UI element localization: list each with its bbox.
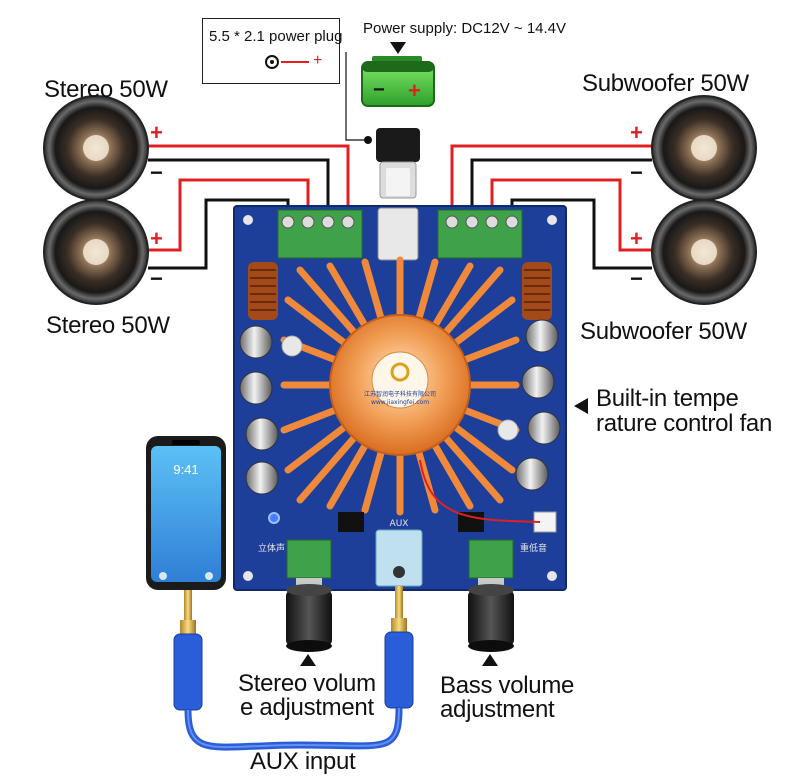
stereo-top-plus-sign: + (150, 120, 163, 145)
aux-cable (173, 586, 414, 751)
sub-bottom-plus-sign: + (630, 226, 643, 251)
board-bass-label: 重低音 (520, 542, 547, 554)
speaker-stereo-bottom (43, 199, 149, 305)
bass-volume-label-line2: adjustment (440, 696, 555, 723)
plug-socket-pin-icon (270, 60, 274, 64)
power-supply-label: Power supply: DC12V ~ 14.4V (363, 20, 567, 37)
plug-plus-label: + (313, 52, 323, 69)
bass-volume-label-line1: Bass volume (440, 672, 575, 699)
phone-camera-icon (205, 572, 213, 580)
subwoofer-bottom-label: Subwoofer 50W (580, 318, 747, 345)
fan-label-line1: Built-in tempe (596, 385, 739, 412)
terminal-block-subwoofer (437, 209, 523, 259)
power-plug-box: 5.5 * 2.1 power plug + (202, 18, 343, 84)
stereo-pot-body (286, 539, 332, 579)
power-arrow-icon (390, 42, 406, 54)
dc-jack-plug (364, 128, 420, 199)
power-led (268, 512, 280, 524)
aux-input-label: AUX input (250, 748, 356, 775)
wire-sub-top-plus (450, 144, 652, 215)
fan-url-text: www.jiaxingfei.com (371, 399, 429, 406)
fan-brand-text: 江苏智润电子科技有限公司 (364, 390, 436, 398)
terminal-block-stereo (277, 209, 363, 259)
wire-stereo-top-minus (148, 158, 330, 215)
stereo-volume-label-line1: Stereo volum (238, 670, 376, 697)
stereo-bottom-minus-sign: − (150, 266, 163, 291)
stereo-volume-label-line2: e adjustment (240, 694, 374, 721)
phone-time: 9:41 (173, 462, 198, 477)
sub-top-plus-sign: + (630, 120, 643, 145)
fan-label-line2: rature control fan (596, 410, 773, 437)
plug-wire (281, 61, 309, 63)
capacitors-right (497, 319, 561, 491)
fan-arrow-icon (574, 398, 588, 414)
bass-volume-arrow-icon (482, 654, 498, 666)
power-plug-label: 5.5 * 2.1 power plug (209, 28, 343, 45)
polarity-markers: + − + − + − + − (150, 120, 643, 291)
stereo-top-label: Stereo 50W (44, 76, 168, 103)
bass-volume-knob[interactable] (468, 578, 514, 652)
speaker-wires (148, 144, 652, 270)
board-aux-label: AUX (390, 519, 409, 529)
battery-plus-label: + (408, 78, 421, 103)
stereo-bottom-plus-sign: + (150, 226, 163, 251)
stereo-top-minus-sign: − (150, 160, 163, 185)
stereo-volume-knob[interactable] (286, 578, 332, 652)
battery-icon: − + (361, 56, 435, 107)
inductor-left (248, 262, 278, 320)
fan-cable (419, 459, 541, 523)
smartphone: 9:41 (146, 436, 226, 590)
wire-sub-top-minus (470, 158, 652, 215)
plug-leader-line (345, 52, 370, 141)
inductor-right (522, 262, 552, 320)
sub-bottom-minus-sign: − (630, 266, 643, 291)
ic-left (338, 512, 364, 532)
wire-sub-bottom-plus (490, 178, 652, 252)
amplifier-board: 江苏智润电子科技有限公司 www.jiaxingfei.com AUX 立体声 (233, 205, 567, 591)
subwoofer-top-label: Subwoofer 50W (582, 70, 749, 97)
wire-stereo-top-plus (148, 144, 350, 215)
stereo-bottom-label: Stereo 50W (46, 312, 170, 339)
board-stereo-label: 立体声 (258, 542, 285, 554)
speaker-sub-top (651, 95, 757, 201)
plug-socket-icon (265, 55, 279, 69)
phone-flashlight-icon (159, 572, 167, 580)
bass-pot-body (468, 539, 514, 579)
stereo-volume-arrow-icon (300, 654, 316, 666)
speaker-sub-bottom (651, 199, 757, 305)
wire-stereo-bottom-plus (148, 178, 310, 252)
speaker-stereo-top (43, 95, 149, 201)
battery-minus-label: − (373, 79, 385, 101)
capacitors-left (239, 325, 303, 495)
sub-top-minus-sign: − (630, 160, 643, 185)
board-dc-socket (377, 207, 419, 261)
